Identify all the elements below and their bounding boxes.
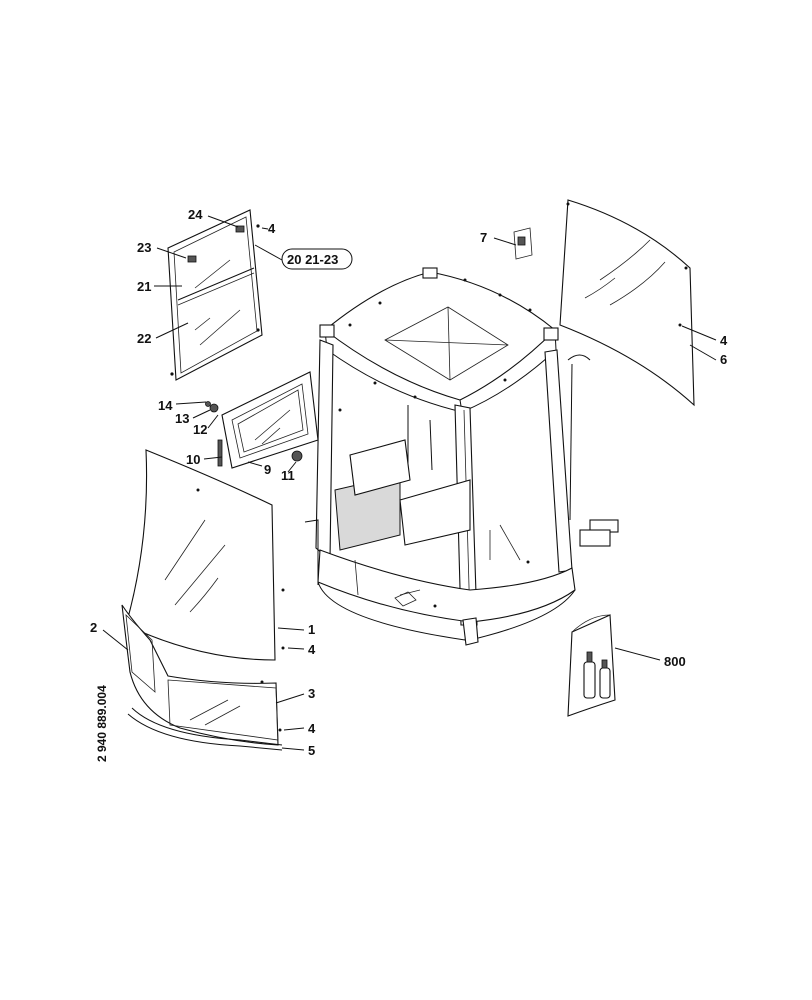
- callout-12: 12: [193, 422, 207, 437]
- sticker-part: [513, 227, 533, 260]
- callout-20-21-23: 20 21-23: [287, 252, 338, 267]
- sliding-window-assembly: [167, 209, 263, 381]
- callout-10: 10: [186, 452, 200, 467]
- leader-lines: [102, 215, 717, 751]
- callout-5: 5: [308, 743, 315, 758]
- callout-13: 13: [175, 411, 189, 426]
- drawing-number: 2 940 889.004: [95, 685, 109, 762]
- callout-1: 1: [308, 622, 315, 637]
- callout-21: 21: [137, 279, 151, 294]
- callout-14: 14: [158, 398, 173, 413]
- callout-6: 6: [720, 352, 727, 367]
- callout-24: 24: [188, 207, 203, 222]
- callout-labels: 24 4 23 20 21-23 21 22 7 4 6 14 13 12 10…: [90, 207, 728, 758]
- callout-9: 9: [264, 462, 271, 477]
- callout-20-oval: [281, 248, 353, 270]
- callout-4-lower: 4: [308, 721, 316, 736]
- callout-2: 2: [90, 620, 97, 635]
- callout-3: 3: [308, 686, 315, 701]
- repair-kit-pouch: [567, 614, 616, 717]
- callout-4-top: 4: [268, 221, 276, 236]
- side-window-assembly: [205, 371, 319, 469]
- callout-4-rear: 4: [720, 333, 728, 348]
- callout-7: 7: [480, 230, 487, 245]
- callout-4-front: 4: [308, 642, 316, 657]
- callout-800: 800: [664, 654, 686, 669]
- rear-windscreen: [559, 199, 695, 407]
- callout-11: 11: [281, 468, 295, 483]
- lower-front-panel: [121, 604, 283, 751]
- callout-22: 22: [137, 331, 151, 346]
- cab-frame: [304, 267, 619, 646]
- callout-23: 23: [137, 240, 151, 255]
- front-windscreen: [125, 449, 285, 661]
